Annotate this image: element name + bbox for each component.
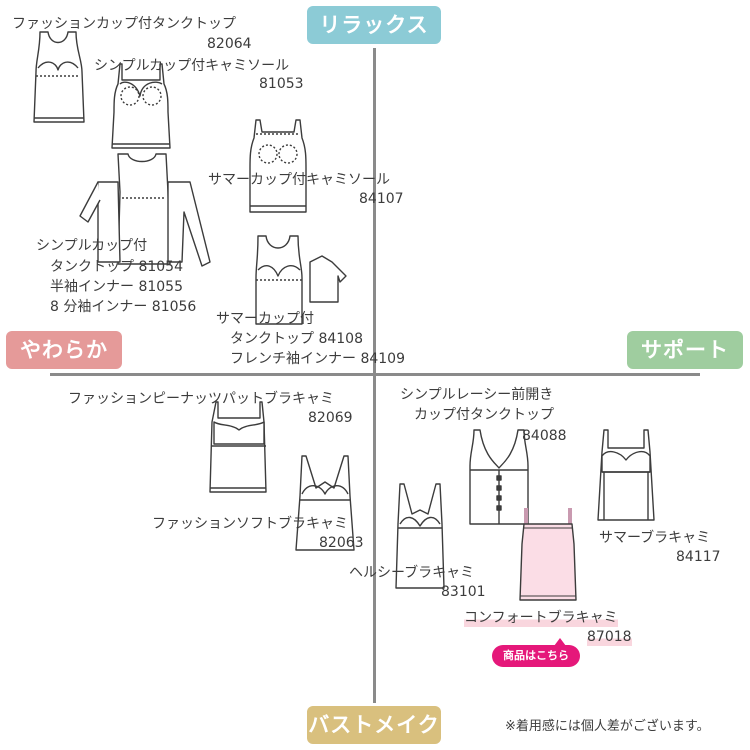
garment-82063-image[interactable] <box>292 452 358 554</box>
axis-label-relax: リラックス <box>307 6 441 44</box>
garment-83101-image[interactable] <box>392 480 448 594</box>
product-84107-code[interactable]: 84107 <box>359 191 404 207</box>
axis-label-support: サポート <box>627 331 743 369</box>
fit-disclaimer-note: ※着用感には個人差がございます。 <box>505 719 710 734</box>
product-84108-line2[interactable]: タンクトップ 84108 <box>230 331 363 347</box>
product-82069-code[interactable]: 82069 <box>308 410 353 426</box>
product-81055-line[interactable]: 半袖インナー 81055 <box>50 279 183 295</box>
product-82064-name[interactable]: ファッションカップ付タンクトップ <box>12 16 236 32</box>
product-84117-code[interactable]: 84117 <box>676 549 721 565</box>
garment-84088-image[interactable] <box>466 428 532 528</box>
product-84088-code[interactable]: 84088 <box>522 428 567 444</box>
horizontal-axis <box>50 373 700 376</box>
garment-87018-image[interactable] <box>518 504 578 604</box>
product-84107-name[interactable]: サマーカップ付キャミソール <box>208 172 390 188</box>
product-84109-line[interactable]: フレンチ袖インナー 84109 <box>230 351 405 367</box>
garment-84107-image[interactable] <box>248 118 308 218</box>
product-81053-code[interactable]: 81053 <box>259 76 304 92</box>
garment-81053-image[interactable] <box>108 62 174 154</box>
axis-label-bust-make: バストメイク <box>307 706 441 744</box>
garment-84117-image[interactable] <box>596 428 656 524</box>
product-81053-name[interactable]: シンプルカップ付キャミソール <box>94 58 290 74</box>
product-83101-name[interactable]: ヘルシーブラキャミ <box>349 565 475 581</box>
garment-82069-image[interactable] <box>206 400 272 496</box>
axis-label-soft: やわらか <box>6 331 122 369</box>
product-81054-line1[interactable]: シンプルカップ付 <box>36 238 148 254</box>
product-82063-name[interactable]: ファッションソフトブラキャミ <box>152 516 348 532</box>
product-81056-line[interactable]: 8 分袖インナー 81056 <box>50 299 197 315</box>
product-87018-code[interactable]: 87018 <box>587 629 632 646</box>
product-84117-name[interactable]: サマーブラキャミ <box>599 530 711 546</box>
view-product-button[interactable]: 商品はこちら <box>492 638 580 667</box>
product-82069-name[interactable]: ファッションピーナッツパットブラキャミ <box>68 391 334 407</box>
garment-81054-group-image[interactable] <box>78 152 213 270</box>
product-82064-code[interactable]: 82064 <box>207 36 252 52</box>
product-82063-code[interactable]: 82063 <box>319 535 364 551</box>
product-84088-line2[interactable]: カップ付タンクトップ <box>414 407 554 423</box>
product-84108-line1[interactable]: サマーカップ付 <box>216 311 314 327</box>
garment-82064-image[interactable] <box>30 28 86 128</box>
garment-84108-group-image[interactable] <box>250 232 350 330</box>
product-83101-code[interactable]: 83101 <box>441 584 486 600</box>
product-84088-line1[interactable]: シンプルレーシー前開き <box>400 387 554 403</box>
product-87018-name[interactable]: コンフォートブラキャミ <box>464 610 618 627</box>
product-81054-line2[interactable]: タンクトップ 81054 <box>50 259 183 275</box>
